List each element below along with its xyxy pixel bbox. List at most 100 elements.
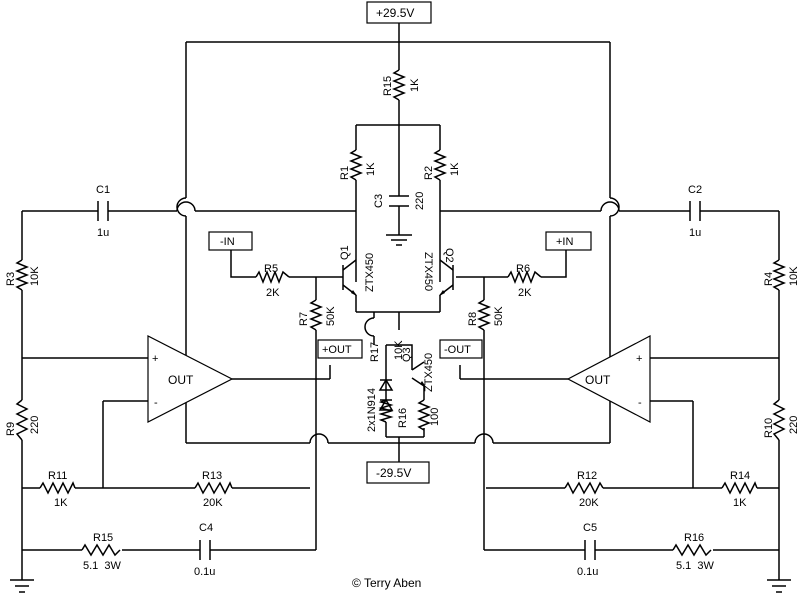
r17-ref: R17 [369,342,381,362]
resistor-r14 [721,481,758,495]
resistor-r1 [348,149,364,181]
r8-value: 50K [493,306,505,326]
r11-ref: R11 [48,470,67,482]
opamp-right-label: OUT [585,373,611,387]
resistor-r10 [772,399,786,441]
capacitors [97,195,701,560]
grounds [10,579,791,593]
opamp-right-minus: - [638,397,642,409]
resistor-r16-emitter [416,399,432,431]
diodes [378,378,394,411]
resistor-r12 [564,481,604,495]
resistor-r15-bottom [81,543,121,557]
opamp-left-minus: - [154,397,158,409]
r3-value: 10K [29,266,41,286]
r15a-value: 1K [409,78,421,92]
wires [21,23,780,580]
q2-ref: Q2 [443,248,455,263]
q3-emitter-arrow [420,381,426,387]
r16a-ref: R16 [397,408,409,428]
r14-value: 1K [733,497,747,509]
resistor-r6 [507,269,542,285]
resistor-r11 [39,481,76,495]
resistor-r17 [378,399,394,423]
r1-value: 1K [365,162,377,176]
r12-value: 20K [579,497,599,509]
c5-ref: C5 [583,522,597,534]
ground-left-icon [10,579,34,593]
diode-2 [378,398,394,411]
q2-part: ZTX450 [422,252,434,291]
r3-ref: R3 [5,272,17,286]
q3-part: ZTX450 [423,353,435,392]
copyright: © Terry Aben [352,576,421,590]
r4-value: 10K [788,266,800,286]
r13-ref: R13 [202,470,222,482]
c2-ref: C2 [688,184,702,196]
r10-value: 220 [788,416,800,434]
r16b-value: 5.1 3W [676,560,715,572]
resistor-r13 [194,481,233,495]
port-in-pos-box [545,231,592,251]
port-out-neg-box [439,339,483,359]
r7-value: 50K [325,306,337,326]
resistor-r5 [255,269,290,285]
resistor-r15-top [391,69,407,101]
port-out-pos-box [317,339,363,359]
r15b-value: 5.1 3W [83,560,122,572]
resistors [14,69,787,557]
supply-negative: -29.5V [376,466,411,480]
r5-value: 2K [266,287,280,299]
resistor-r9 [15,399,29,441]
resistor-r4 [771,259,787,291]
opamp-left [147,335,234,423]
r15a-ref: R15 [382,76,394,96]
port-in-neg-box [208,231,253,251]
supply-negative-box [366,461,430,484]
c1-ref: C1 [96,184,110,196]
ground-right-icon [767,579,791,593]
r14-ref: R14 [730,470,750,482]
r8-ref: R8 [467,312,479,326]
c4-ref: C4 [199,522,213,534]
r17-value: 10K [393,340,405,360]
r2-ref: R2 [423,166,435,180]
c4-value: 0.1u [194,566,215,578]
q1-part: ZTX450 [364,253,376,292]
opamp-right-plus: + [636,353,642,365]
r15b-ref: R15 [93,532,113,544]
r2-value: 1K [449,162,461,176]
resistor-r7 [308,299,324,331]
diode-1 [378,378,394,391]
port-in-pos: +IN [556,236,573,248]
port-in-neg: -IN [220,236,235,248]
capacitor-c5 [584,540,596,560]
r7-ref: R7 [298,312,310,326]
opamp-right [566,335,651,423]
r10-ref: R10 [763,418,775,438]
r11-value: 1K [54,497,68,509]
r6-ref: R6 [516,263,530,275]
port-out-pos: +OUT [322,344,352,356]
r16a-value: 100 [429,408,441,426]
c3-value: 220 [414,192,426,210]
diode-part: 2x1N914 [366,388,378,432]
r9-value: 220 [29,416,41,434]
c2-value: 1u [689,227,701,239]
capacitor-c4 [199,540,211,560]
port-out-neg: -OUT [444,344,471,356]
r1-ref: R1 [339,166,351,180]
capacitor-c2 [689,201,701,221]
resistor-r3 [14,259,30,291]
r6-value: 2K [518,287,532,299]
c3-ref: C3 [373,194,385,208]
c5-value: 0.1u [577,566,598,578]
supply-positive-box [366,1,432,24]
resistor-r16-bottom [672,543,712,557]
c1-value: 1u [97,227,109,239]
q1-ref: Q1 [339,245,351,260]
capacitor-c1 [97,201,109,221]
r13-value: 20K [203,497,223,509]
q1-emitter-arrow [351,290,357,296]
